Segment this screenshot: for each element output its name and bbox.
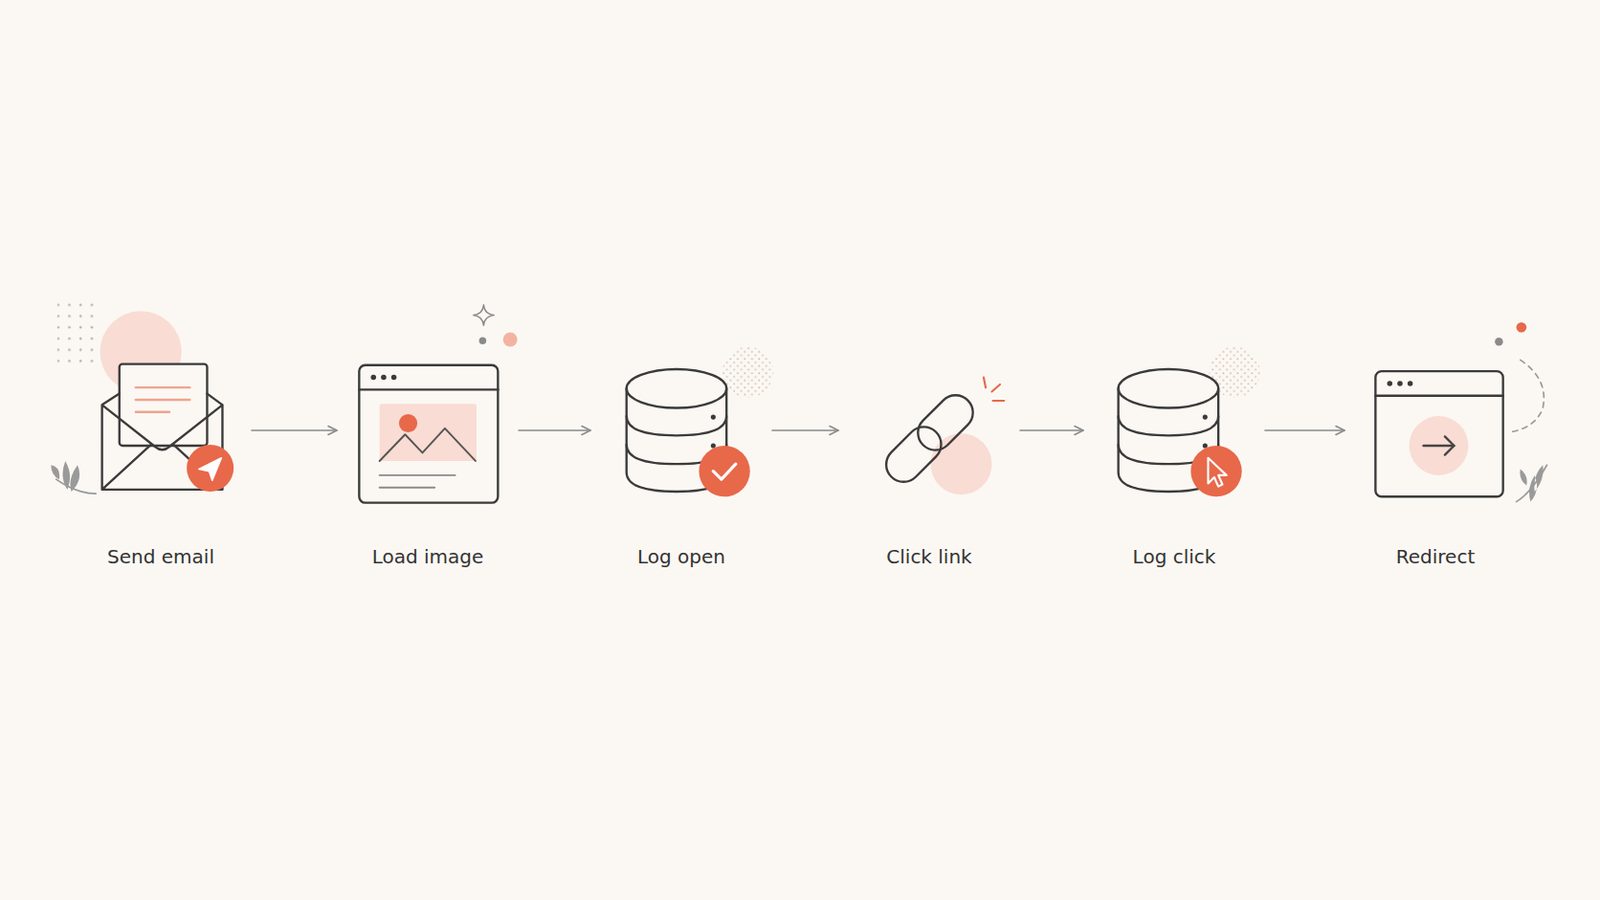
flow-arrow xyxy=(1020,429,1084,432)
step-node: Log open xyxy=(590,354,773,575)
step-label: Log click xyxy=(1133,545,1217,569)
step-node: Send email xyxy=(69,354,252,575)
flow-arrow xyxy=(1265,429,1345,432)
step-node: Redirect xyxy=(1344,354,1527,575)
step-label: Log open xyxy=(637,545,726,569)
step-label: Click link xyxy=(886,545,972,569)
flow-arrow xyxy=(518,429,591,432)
step-node: Load image xyxy=(336,354,519,575)
step-label: Redirect xyxy=(1396,545,1475,569)
step-label: Send email xyxy=(107,545,215,569)
flow-arrow xyxy=(251,429,337,432)
step-node: Log click xyxy=(1083,354,1266,575)
step-node: Click link xyxy=(838,354,1021,575)
step-label: Load image xyxy=(372,545,485,569)
flow-arrow xyxy=(772,429,839,432)
